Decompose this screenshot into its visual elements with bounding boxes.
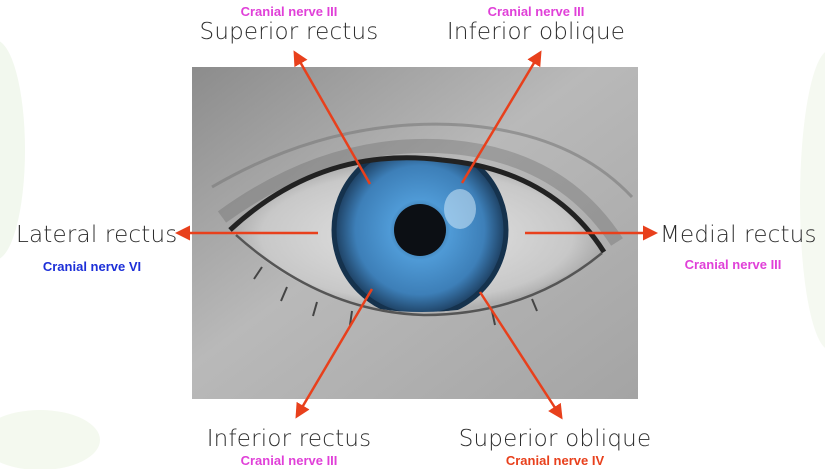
nerve-inferior-oblique: Cranial nerve III: [488, 4, 585, 19]
arrow-inferior-rectus: [297, 289, 372, 416]
nerve-medial-rectus: Cranial nerve III: [685, 257, 782, 272]
label-superior-oblique: Superior oblique: [459, 426, 652, 452]
arrow-superior-rectus: [295, 53, 370, 184]
label-lateral-rectus: Lateral rectus: [16, 222, 177, 248]
arrow-inferior-oblique: [462, 53, 540, 183]
label-medial-rectus: Medial rectus: [660, 222, 817, 248]
label-superior-rectus: Superior rectus: [200, 19, 379, 45]
label-inferior-oblique: Inferior oblique: [447, 19, 625, 45]
label-inferior-rectus: Inferior rectus: [207, 426, 372, 452]
nerve-superior-rectus: Cranial nerve III: [241, 4, 338, 19]
nerve-superior-oblique: Cranial nerve IV: [506, 453, 604, 468]
nerve-inferior-rectus: Cranial nerve III: [241, 453, 338, 468]
arrow-superior-oblique: [480, 292, 561, 417]
nerve-lateral-rectus: Cranial nerve VI: [43, 259, 141, 274]
